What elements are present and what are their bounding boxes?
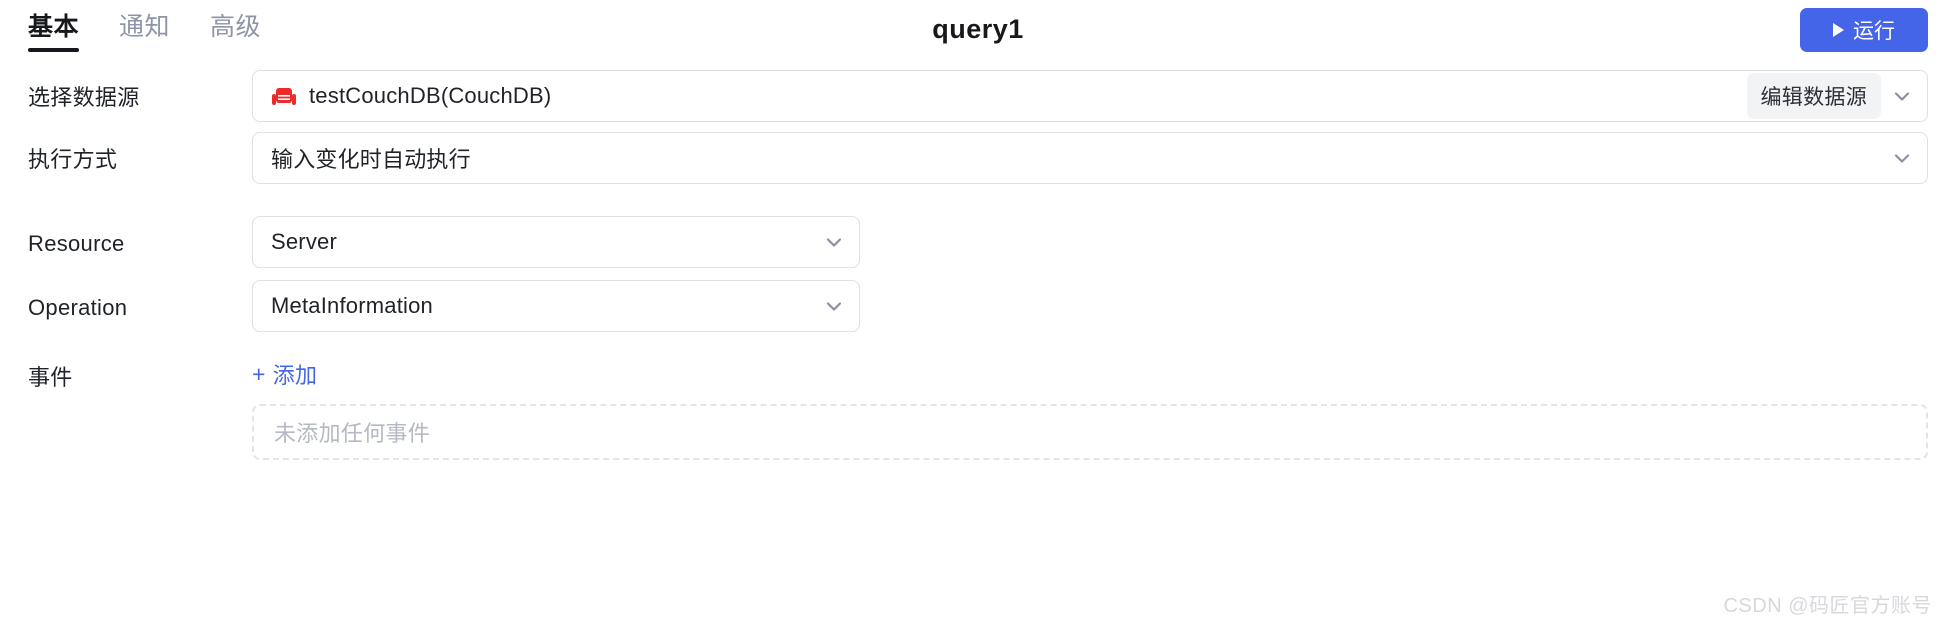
run-button-label: 运行 <box>1853 20 1895 43</box>
tab-basic[interactable]: 基本 <box>28 13 80 60</box>
chevron-down-icon[interactable] <box>1891 85 1913 107</box>
run-button[interactable]: 运行 <box>1800 8 1928 52</box>
datasource-label: 选择数据源 <box>28 85 140 110</box>
resource-value: Server <box>271 229 337 254</box>
edit-datasource-button[interactable]: 编辑数据源 <box>1746 73 1881 119</box>
chevron-down-icon[interactable] <box>1891 147 1913 169</box>
operation-select[interactable]: MetaInformation <box>252 280 860 332</box>
resource-row: Resource Server <box>28 216 1928 268</box>
play-icon <box>1833 23 1844 37</box>
tab-basic-label: 基本 <box>28 13 80 41</box>
operation-value: MetaInformation <box>271 293 433 318</box>
operation-row: Operation MetaInformation <box>28 280 1928 332</box>
query-form: 选择数据源 testCouchDB(CouchDB) 编辑数据源 执 <box>0 70 1956 390</box>
datasource-row: 选择数据源 testCouchDB(CouchDB) 编辑数据源 <box>28 70 1928 122</box>
couchdb-icon <box>271 86 297 108</box>
add-event-label: 添加 <box>272 363 318 388</box>
tab-notification-label: 通知 <box>119 13 171 41</box>
tab-advanced-label: 高级 <box>210 13 262 41</box>
operation-label: Operation <box>28 295 128 320</box>
page-title: query1 <box>932 14 1024 44</box>
events-label: 事件 <box>28 365 73 390</box>
plus-icon: + <box>252 360 266 387</box>
add-event-button[interactable]: + 添加 <box>252 350 317 390</box>
resource-label: Resource <box>28 231 125 256</box>
tab-bar: 基本 通知 高级 <box>28 0 261 60</box>
events-empty-placeholder: 未添加任何事件 <box>252 404 1928 460</box>
resource-select[interactable]: Server <box>252 216 860 268</box>
watermark: CSDN @码匠官方账号 <box>1723 595 1932 617</box>
run-mode-select[interactable]: 输入变化时自动执行 <box>252 132 1928 184</box>
run-mode-value: 输入变化时自动执行 <box>271 147 471 172</box>
panel-header: 基本 通知 高级 query1 运行 <box>0 0 1956 60</box>
run-mode-label: 执行方式 <box>28 147 118 172</box>
events-empty-text: 未添加任何事件 <box>274 421 431 446</box>
datasource-value: testCouchDB(CouchDB) <box>309 83 552 108</box>
chevron-down-icon[interactable] <box>823 231 845 253</box>
chevron-down-icon[interactable] <box>823 295 845 317</box>
run-mode-row: 执行方式 输入变化时自动执行 <box>28 132 1928 184</box>
tab-advanced[interactable]: 高级 <box>210 15 261 60</box>
datasource-select[interactable]: testCouchDB(CouchDB) 编辑数据源 <box>252 70 1928 122</box>
events-row: 事件 + 添加 <box>28 350 1928 390</box>
tab-notification[interactable]: 通知 <box>119 15 170 60</box>
